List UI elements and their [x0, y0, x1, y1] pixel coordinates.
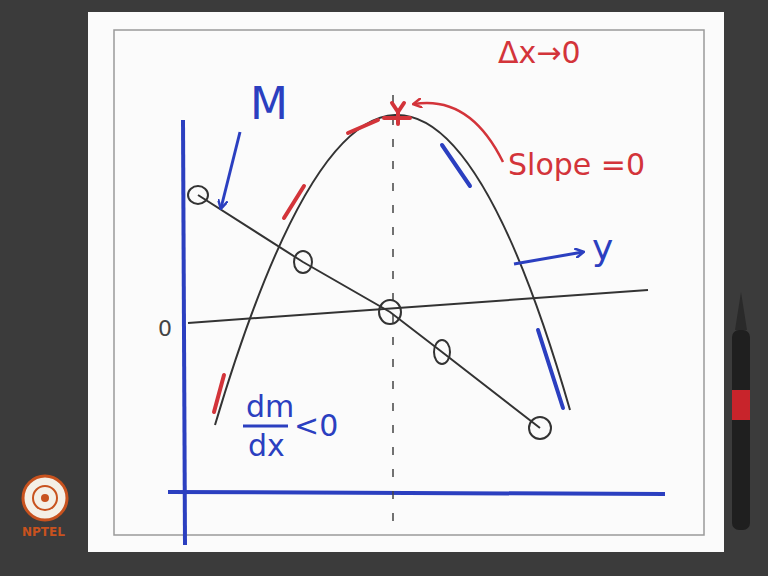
leader-arrow [414, 103, 503, 162]
moment-line [198, 195, 540, 428]
paper [88, 12, 724, 552]
curve-label: y [592, 230, 613, 266]
pen [732, 292, 750, 530]
denominator: dx [248, 431, 285, 461]
leader-arrow [221, 132, 240, 208]
zero-label: 0 [158, 318, 172, 340]
logo [23, 476, 67, 520]
logo-text: NPTEL [22, 526, 65, 538]
slope-note: Slope =0 [508, 150, 645, 180]
limit-note: Δx→0 [498, 38, 581, 68]
tangent-marks [214, 103, 410, 412]
inequality: <0 [294, 411, 338, 441]
fraction-bar [243, 425, 288, 428]
moment-label: M [250, 82, 288, 126]
frame [114, 30, 704, 535]
x-axis [168, 492, 665, 494]
tangent-marks [442, 145, 563, 408]
y-axis [183, 120, 185, 545]
numerator: dm [246, 392, 294, 422]
data-points [188, 186, 551, 439]
leader-arrow [514, 252, 583, 264]
dashed-line [392, 95, 394, 530]
zero-line [188, 290, 648, 323]
